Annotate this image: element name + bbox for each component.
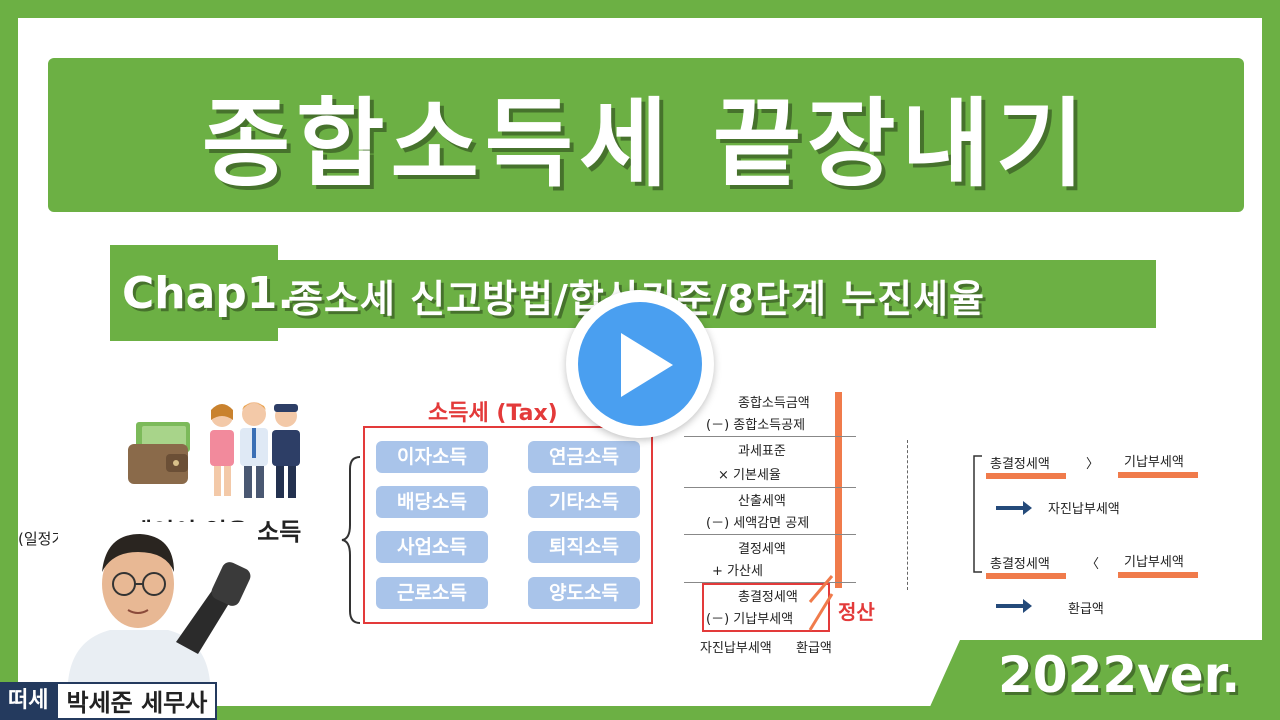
flow-step: (－) 종합소득공제	[706, 418, 806, 433]
case2-result: 환급액	[1068, 602, 1104, 617]
bracket-icon	[973, 455, 982, 573]
income-type-pill: 퇴직소득	[528, 531, 640, 563]
wallet-icon	[128, 422, 190, 484]
flow-step: (－) 세액감면 공제	[706, 516, 810, 531]
flow-step: 산출세액	[738, 494, 786, 509]
underline-orange	[986, 473, 1066, 479]
underline-orange	[986, 573, 1066, 579]
version-badge	[924, 640, 1280, 720]
presenter-name: 박세준 세무사	[56, 682, 218, 720]
people-icon	[210, 402, 300, 498]
flow-step: 총결정세액	[738, 590, 798, 605]
settlement-label: 정산	[838, 600, 875, 624]
flow-step: 결정세액	[738, 542, 786, 557]
income-type-pill: 연금소득	[528, 441, 640, 473]
tax-panel-box	[363, 426, 653, 624]
chapter-label-box	[110, 245, 278, 341]
settlement-slash-icon	[808, 575, 834, 631]
settlement-highlight	[702, 583, 830, 632]
case2-right: 기납부세액	[1124, 555, 1184, 570]
case1-right: 기납부세액	[1124, 455, 1184, 470]
income-type-pill: 기타소득	[528, 486, 640, 518]
brace-icon	[341, 456, 361, 624]
flow-divider	[684, 534, 856, 535]
presenter-name-tag: 떠세 박세준 세무사	[0, 682, 218, 720]
presenter-photo	[58, 522, 258, 682]
case1-operator: 〉	[1086, 457, 1100, 472]
page-title: 종합소득세 끝장내기	[201, 87, 1091, 200]
income-type-pill: 근로소득	[376, 577, 488, 609]
underline-orange	[1118, 472, 1198, 478]
play-icon[interactable]	[621, 333, 673, 397]
flow-step: + 가산세	[712, 564, 763, 579]
flow-step: 과세표준	[738, 444, 786, 459]
chapter-label: Chap1.	[122, 268, 295, 319]
flow-divider	[684, 582, 856, 583]
flow-step: × 기본세율	[718, 468, 781, 483]
section-divider	[907, 440, 908, 590]
flow-divider	[684, 436, 856, 437]
case2-operator: 〈	[1086, 557, 1100, 572]
arrow-right-icon	[996, 599, 1032, 613]
case2-left: 총결정세액	[990, 557, 1050, 572]
tax-panel-title: 소득세 (Tax)	[428, 401, 558, 426]
title-banner: 종합소득세 끝장내기	[48, 58, 1244, 212]
flow-step: (－) 기납부세액	[706, 612, 794, 627]
flow-divider	[684, 487, 856, 488]
underline-orange	[1118, 572, 1198, 578]
income-type-pill: 배당소득	[376, 486, 488, 518]
case1-result: 자진납부세액	[1048, 502, 1120, 517]
income-type-pill: 이자소득	[376, 441, 488, 473]
case1-left: 총결정세액	[990, 457, 1050, 472]
version-label: 2022ver.	[998, 646, 1241, 704]
chapter-title-bar	[278, 260, 1156, 328]
flow-bottom-left: 자진납부세액	[700, 641, 772, 656]
channel-brand: 떠세	[0, 682, 57, 720]
income-type-pill: 양도소득	[528, 577, 640, 609]
arrow-right-icon	[996, 501, 1032, 515]
flow-step: 종합소득금액	[738, 396, 810, 411]
income-type-pill: 사업소득	[376, 531, 488, 563]
flow-orange-bar	[835, 392, 842, 588]
flow-bottom-right: 환급액	[796, 641, 832, 656]
